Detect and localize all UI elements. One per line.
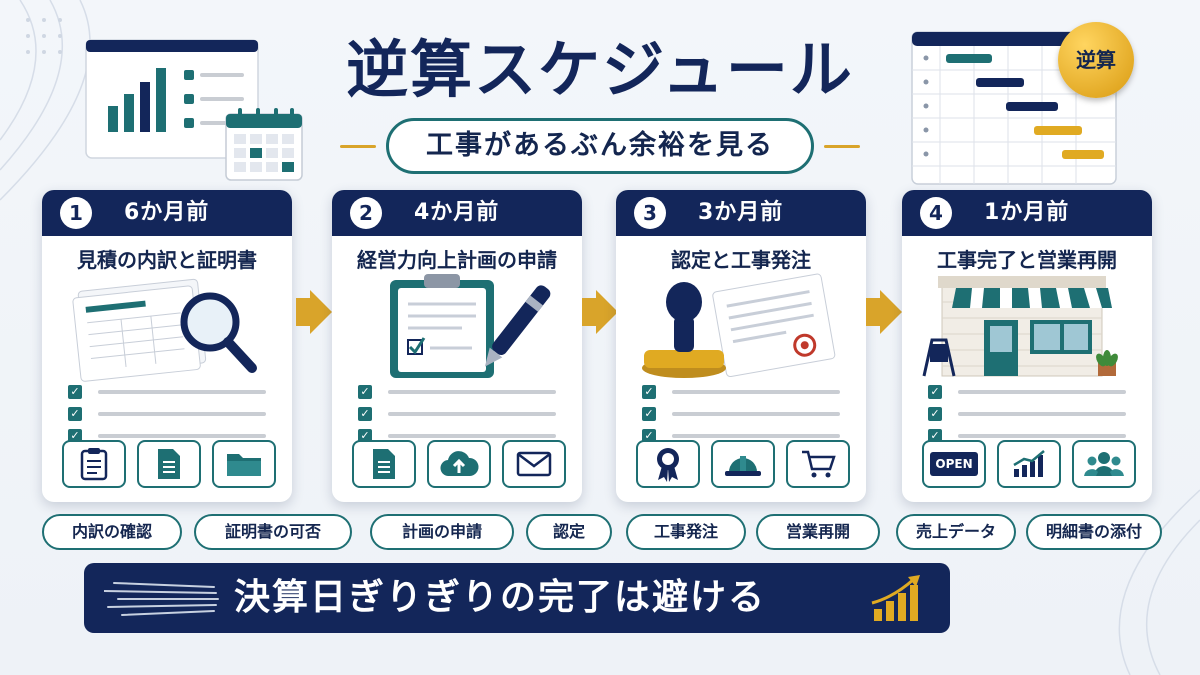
checklist-item: ✓ <box>928 426 1128 448</box>
report-calendar-illustration <box>85 39 303 181</box>
step-card-2: 2 4か月前 経営力向上計画の申請 ✓ ✓ ✓ <box>332 190 582 502</box>
checklist-item: ✓ <box>68 426 268 448</box>
step-header: 4 1か月前 <box>902 190 1152 236</box>
step-number: 4 <box>920 197 952 229</box>
bottom-banner: 決算日ぎりぎりの完了は避ける <box>84 563 950 633</box>
document-magnifier-illustration <box>72 278 257 382</box>
tag-construction-order: 工事発注 <box>626 514 746 550</box>
step-icons <box>62 440 276 488</box>
step-icons <box>352 440 566 488</box>
gantt-illustration: 逆算 <box>910 22 1140 187</box>
check-icon: ✓ <box>642 407 656 421</box>
step-title: 経営力向上計画の申請 <box>357 248 557 272</box>
check-icon: ✓ <box>68 429 82 443</box>
step-period: 1か月前 <box>984 200 1070 225</box>
tag-certificate-eligibility: 証明書の可否 <box>194 514 352 550</box>
checklist-item: ✓ <box>642 426 842 448</box>
check-icon: ✓ <box>928 407 942 421</box>
step-number: 1 <box>60 197 92 229</box>
page-title: 逆算スケジュール <box>346 33 854 106</box>
subtitle-divider-left <box>340 145 376 148</box>
storefront-illustration <box>922 276 1118 377</box>
subtitle: 工事があるぶん余裕を見る <box>386 118 814 174</box>
tag-plan-application: 計画の申請 <box>370 514 514 550</box>
checklist: ✓ ✓ ✓ <box>928 382 1128 448</box>
step-header: 3 3か月前 <box>616 190 866 236</box>
checklist: ✓ ✓ ✓ <box>68 382 268 448</box>
growth-arrow-chart-icon <box>871 575 920 621</box>
growth-chart-icon <box>997 440 1061 488</box>
checklist-item: ✓ <box>358 426 558 448</box>
step-card-3: 3 3か月前 認定と工事発注 ✓ ✓ ✓ <box>616 190 866 502</box>
check-icon: ✓ <box>642 429 656 443</box>
cart-icon <box>786 440 850 488</box>
check-icon: ✓ <box>358 385 372 399</box>
tag-approval: 認定 <box>526 514 612 550</box>
checklist-item: ✓ <box>358 382 558 404</box>
step-card-1: 1 6か月前 見積の内訳と証明書 ✓ ✓ ✓ <box>42 190 292 502</box>
check-icon: ✓ <box>358 429 372 443</box>
check-icon: ✓ <box>68 385 82 399</box>
check-icon: ✓ <box>928 429 942 443</box>
clipboard-icon <box>62 440 126 488</box>
speed-lines-icon <box>104 582 219 616</box>
step-card-4: 4 1か月前 工事完了と営業再開 ✓ ✓ ✓ OPEN <box>902 190 1152 502</box>
stamp-certificate-illustration <box>642 273 836 378</box>
checklist: ✓ ✓ ✓ <box>642 382 842 448</box>
folder-icon <box>212 440 276 488</box>
arrow-right-icon <box>866 290 902 334</box>
step-number: 3 <box>634 197 666 229</box>
tag-sales-data: 売上データ <box>896 514 1016 550</box>
open-sign-icon: OPEN <box>922 440 986 488</box>
document-icon <box>137 440 201 488</box>
checklist-item: ✓ <box>642 382 842 404</box>
checklist-item: ✓ <box>928 382 1128 404</box>
step-header: 2 4か月前 <box>332 190 582 236</box>
tag-breakdown-check: 内訳の確認 <box>42 514 182 550</box>
clipboard-pen-illustration <box>390 274 551 378</box>
step-title: 工事完了と営業再開 <box>937 248 1117 272</box>
banner-message: 決算日ぎりぎりの完了は避ける <box>234 577 767 618</box>
step-title: 見積の内訳と証明書 <box>77 248 257 272</box>
step-period: 3か月前 <box>698 200 784 225</box>
award-ribbon-icon <box>636 440 700 488</box>
step-period: 6か月前 <box>124 200 210 225</box>
hard-hat-icon <box>711 440 775 488</box>
checklist: ✓ ✓ ✓ <box>358 382 558 448</box>
check-icon: ✓ <box>928 385 942 399</box>
cloud-upload-icon <box>427 440 491 488</box>
check-icon: ✓ <box>642 385 656 399</box>
step-icons: OPEN <box>922 440 1136 488</box>
checklist-item: ✓ <box>642 404 842 426</box>
reverse-badge: 逆算 <box>1058 22 1134 98</box>
step-icons <box>636 440 850 488</box>
step-period: 4か月前 <box>414 200 500 225</box>
tag-business-reopen: 営業再開 <box>756 514 880 550</box>
mail-icon <box>502 440 566 488</box>
open-sign-label: OPEN <box>930 452 978 476</box>
step-header: 1 6か月前 <box>42 190 292 236</box>
tag-statement-attachment: 明細書の添付 <box>1026 514 1162 550</box>
checklist-item: ✓ <box>68 404 268 426</box>
checklist-item: ✓ <box>68 382 268 404</box>
step-title: 認定と工事発注 <box>671 248 811 272</box>
subtitle-divider-right <box>824 145 860 148</box>
document-icon <box>352 440 416 488</box>
arrow-right-icon <box>296 290 332 334</box>
check-icon: ✓ <box>358 407 372 421</box>
subtitle-group: 工事があるぶん余裕を見る <box>340 118 860 174</box>
people-icon <box>1072 440 1136 488</box>
checklist-item: ✓ <box>928 404 1128 426</box>
check-icon: ✓ <box>68 407 82 421</box>
arrow-right-icon <box>582 290 618 334</box>
step-number: 2 <box>350 197 382 229</box>
checklist-item: ✓ <box>358 404 558 426</box>
